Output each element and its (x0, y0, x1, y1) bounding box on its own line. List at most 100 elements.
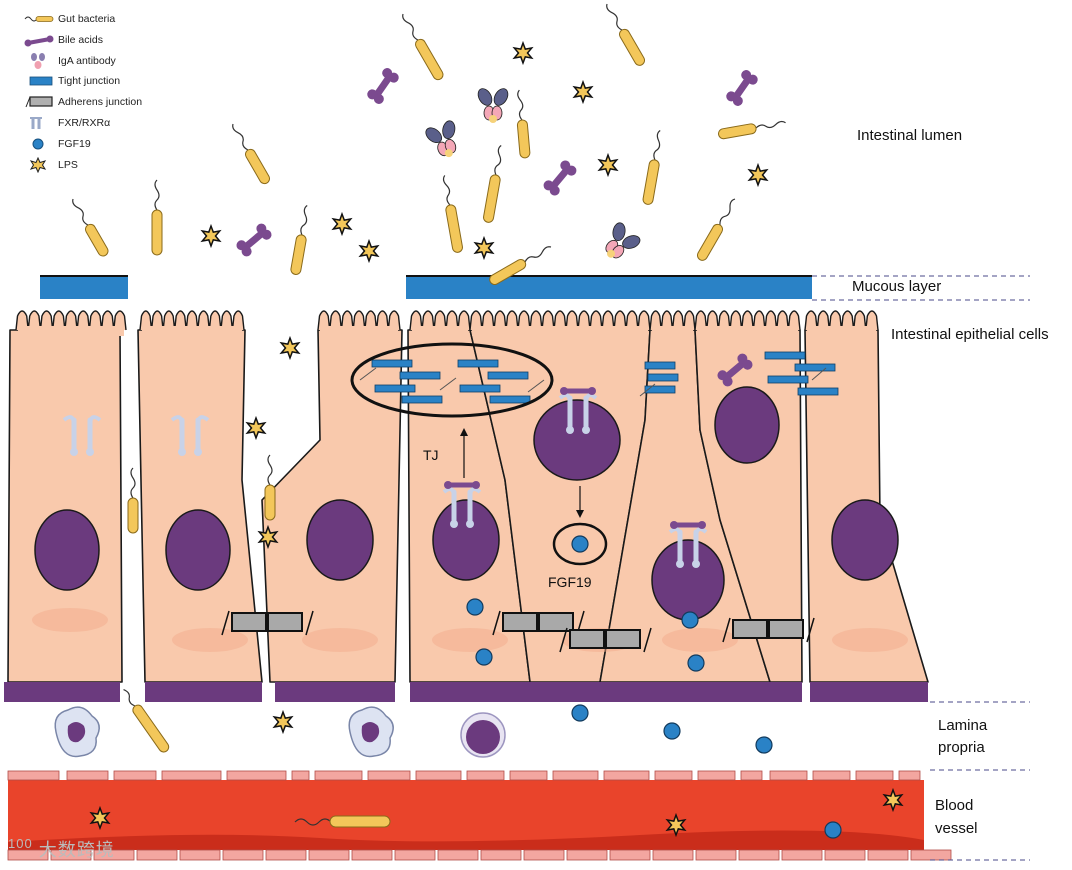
gut-bacterium (264, 454, 276, 521)
flagellum (294, 818, 332, 826)
vessel-wall-segment (265, 849, 307, 861)
microvilli (139, 310, 245, 331)
fgf19-molecule (681, 611, 699, 629)
nucleus (651, 539, 725, 621)
fgf19-highlight-ellipse (552, 522, 608, 566)
bacterium-body (483, 174, 501, 223)
junction-tether (527, 379, 545, 393)
vessel-wall-segment (552, 770, 599, 781)
iga-antibody (605, 222, 641, 259)
region-label-epithelial: Intestinal epithelial cells (891, 326, 1049, 343)
bile-acid-lobe (566, 165, 577, 176)
gut-bacterium (697, 198, 736, 261)
mucous-block (40, 276, 128, 299)
bile-acid (726, 70, 758, 106)
legend: Gut bacteria Bile acids IgA antibody Tig… (24, 10, 194, 176)
fxr-rxr-receptor (62, 415, 102, 456)
watermark: 100 大数跨境 (8, 836, 115, 862)
flagellum (123, 689, 136, 707)
mucous-block (406, 276, 812, 299)
vessel-wall-segment (466, 770, 505, 781)
bound-bile-acid (472, 481, 480, 489)
legend-label: Adherens junction (58, 96, 143, 109)
bile-acid (236, 223, 272, 257)
region-label-lumen: Intestinal lumen (857, 127, 963, 144)
vessel-wall-segment (394, 849, 436, 861)
vessel-wall-segment (7, 849, 49, 861)
cytoplasm-shading (302, 628, 378, 652)
gut-bacterium (402, 13, 444, 81)
gut-bacterium (718, 120, 786, 140)
bacterium-body (329, 815, 391, 828)
vessel-wall-segment (652, 849, 694, 861)
microvilli-base (412, 326, 468, 336)
antibody-arm (612, 222, 626, 242)
flagellum (494, 144, 502, 176)
vessel-wall-segment (910, 849, 952, 861)
junction-tether (359, 367, 377, 381)
lps-molecule (279, 335, 301, 361)
antibody-arm (477, 88, 493, 106)
fgf19-annotation: FGF19 (548, 574, 592, 590)
arrow-head (460, 428, 468, 436)
bile-acid (367, 68, 399, 104)
vessel-wall-segment (740, 770, 763, 781)
gut-bacterium (642, 129, 661, 205)
microvilli-base (18, 326, 124, 336)
vessel-wall-segment (314, 770, 363, 781)
adherens-junction-icon (25, 96, 53, 108)
vessel-wall-segment (50, 849, 92, 861)
microvilli-base (807, 326, 876, 336)
nucleus (165, 509, 231, 591)
fgf19-molecule (755, 736, 773, 754)
vessel-wall-segment (855, 770, 894, 781)
antibody-arm (493, 88, 509, 106)
bile-acid-lobe (732, 95, 743, 106)
adherens-junction (605, 629, 641, 649)
vessel-wall-segment (308, 849, 350, 861)
fgf19-molecule (687, 654, 705, 672)
antibody-arm (622, 235, 641, 249)
microvilli (15, 310, 127, 331)
basement-membrane (145, 682, 262, 702)
lps-molecule (358, 238, 380, 264)
vessel-wall-segment (654, 770, 693, 781)
lps-molecule (272, 709, 294, 735)
vessel-wall-segment (437, 849, 479, 861)
nucleus (831, 499, 899, 581)
bacterium-body (132, 704, 170, 753)
lps-molecule (200, 223, 222, 249)
bacterium-body (127, 497, 139, 534)
legend-item: FGF19 (24, 135, 194, 156)
bile-acid-lobe (388, 72, 399, 83)
cytoplasm-shading (32, 608, 108, 632)
lumen-contents (72, 3, 786, 550)
legend-label: IgA antibody (58, 54, 116, 67)
gut-bacterium (483, 144, 502, 223)
cytoplasm-shading (662, 628, 738, 652)
bile-acid-lobe (747, 74, 758, 85)
iga-antibody-icon (31, 52, 45, 69)
legend-item: LPS (24, 156, 194, 177)
flagellum (154, 179, 160, 211)
bacterium-body (697, 223, 723, 261)
antibody-arm (442, 120, 456, 140)
cell-internal-structures (34, 342, 899, 672)
lps-molecule (882, 787, 904, 813)
vessel-wall-segment (609, 849, 651, 861)
tj-annotation: TJ (423, 447, 439, 463)
fgf19-molecule (824, 821, 842, 839)
bile-acid-body (722, 358, 748, 382)
tight-junction (767, 375, 809, 384)
vessel-wall-segment (898, 770, 921, 781)
bacterium-body (642, 159, 660, 205)
immune-cell (54, 706, 100, 758)
junction-tether (639, 383, 656, 397)
basement-membrane (410, 682, 802, 702)
arrow-head (576, 510, 584, 518)
flagellum (755, 120, 786, 129)
legend-label: FXR/RXRα (58, 116, 111, 129)
watermark-number: 100 (8, 836, 33, 851)
gut-bacterium (290, 204, 308, 275)
adherens-tether (643, 627, 652, 653)
